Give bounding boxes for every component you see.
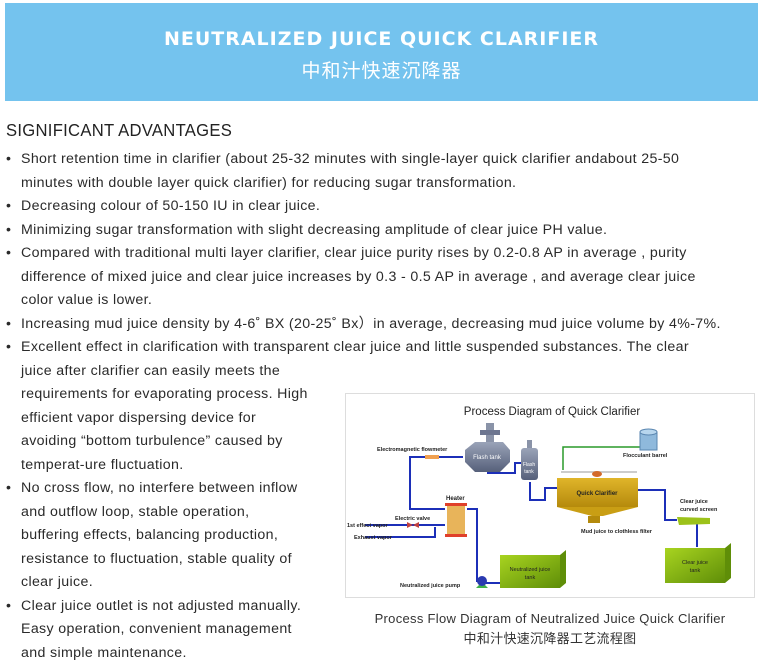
svg-text:Clear juice: Clear juice	[680, 499, 708, 505]
neutralized-juice-tank: Neutralized juice tank	[500, 550, 566, 588]
svg-text:Clear juice: Clear juice	[682, 560, 708, 566]
advantage-line: minutes with double layer quick clarifie…	[21, 172, 756, 196]
svg-text:Neutralized juice: Neutralized juice	[510, 567, 551, 573]
svg-text:tank: tank	[690, 568, 701, 574]
bullet-icon: •	[6, 477, 11, 501]
advantage-line: Decreasing colour of 50-150 IU in clear …	[21, 195, 756, 219]
advantage-item: • Compared with traditional multi layer c…	[6, 242, 756, 313]
svg-text:1st effect vapor: 1st effect vapor	[347, 523, 389, 529]
svg-text:Heater: Heater	[446, 496, 465, 502]
page-subtitle-chinese: 中和汁快速沉降器	[5, 56, 758, 83]
heater: Heater	[445, 496, 467, 537]
flash-tank-1: Flash tank	[465, 423, 510, 472]
svg-text:Neutralized juice pump: Neutralized juice pump	[400, 583, 461, 589]
neutralized-juice-pump: Neutralized juice pump	[400, 576, 488, 589]
figure-caption-chinese: 中和汁快速沉降器工艺流程图	[345, 628, 755, 647]
svg-text:tank: tank	[524, 469, 534, 475]
section-heading: SIGNIFICANT ADVANTAGES	[6, 120, 232, 141]
flash-tank-2: Flash tank	[521, 440, 538, 480]
advantage-item: • Short retention time in clarifier (abou…	[6, 148, 756, 195]
svg-text:Flocculant barrel: Flocculant barrel	[623, 453, 668, 459]
advantage-line: Increasing mud juice density by 4-6˚ BX …	[21, 313, 756, 337]
bullet-icon: •	[6, 242, 11, 266]
bullet-icon: •	[6, 595, 11, 619]
clear-juice-screen: Clear juice curved screen	[677, 499, 718, 525]
advantage-line: color value is lower.	[21, 289, 756, 313]
flocculant-barrel: Flocculant barrel	[623, 429, 668, 459]
advantage-item: • Decreasing colour of 50-150 IU in clear…	[6, 195, 756, 219]
quick-clarifier: Quick Clarifier Mud juice to clothless f…	[557, 471, 653, 535]
page-title: NEUTRALIZED JUICE QUICK CLARIFIER	[5, 28, 758, 50]
advantage-line: Excellent effect in clarification with t…	[21, 336, 756, 360]
advantage-item: • Increasing mud juice density by 4-6˚ BX…	[6, 313, 756, 337]
bullet-icon: •	[6, 313, 11, 337]
advantage-line: Compared with traditional multi layer cl…	[21, 242, 756, 266]
flowmeter	[425, 455, 439, 459]
svg-text:curved screen: curved screen	[680, 507, 718, 513]
svg-text:Electric valve: Electric valve	[395, 516, 430, 522]
advantage-line: Minimizing sugar transformation with sli…	[21, 219, 756, 243]
diagram-title: Process Diagram of Quick Clarifier	[464, 406, 641, 418]
bullet-icon: •	[6, 336, 11, 360]
electric-valve-icon	[407, 522, 419, 528]
svg-text:Electromagnetic flowmeter: Electromagnetic flowmeter	[377, 447, 448, 453]
advantage-line: juice after clarifier can easily meets t…	[21, 360, 756, 384]
bullet-icon: •	[6, 148, 11, 172]
svg-text:Exhaust vapor: Exhaust vapor	[354, 535, 393, 541]
process-diagram: Process Diagram of Quick Clarifier Flash…	[345, 390, 755, 600]
bullet-icon: •	[6, 219, 11, 243]
advantage-line: Short retention time in clarifier (about…	[21, 148, 756, 172]
title-banner: NEUTRALIZED JUICE QUICK CLARIFIER 中和汁快速沉…	[5, 3, 758, 101]
svg-text:Mud juice to clothless filter: Mud juice to clothless filter	[581, 529, 653, 535]
clear-juice-tank: Clear juice tank	[665, 543, 731, 583]
svg-text:Quick Clarifier: Quick Clarifier	[576, 491, 618, 497]
bullet-icon: •	[6, 195, 11, 219]
figure-caption-english: Process Flow Diagram of Neutralized Juic…	[345, 611, 755, 626]
svg-text:Flash tank: Flash tank	[473, 455, 502, 461]
advantage-line: difference of mixed juice and clear juic…	[21, 266, 756, 290]
svg-text:tank: tank	[525, 575, 536, 581]
svg-text:Flash: Flash	[523, 462, 535, 468]
advantage-item: • Minimizing sugar transformation with sl…	[6, 219, 756, 243]
